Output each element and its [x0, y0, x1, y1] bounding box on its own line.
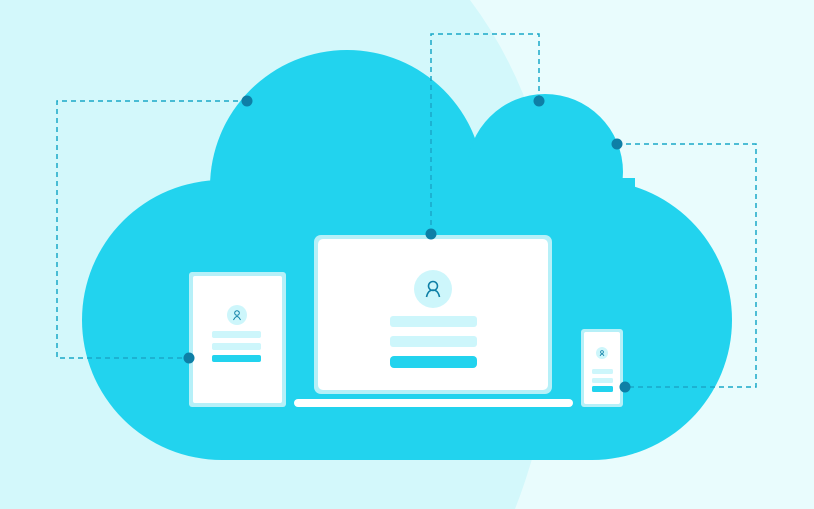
user-icon	[233, 310, 241, 321]
user-icon	[425, 280, 441, 298]
connection-nodes	[183, 95, 631, 393]
tablet-icon	[189, 272, 286, 407]
connection-lines	[56, 33, 757, 388]
user-icon	[599, 350, 605, 357]
phone-icon	[581, 329, 623, 407]
laptop-icon	[294, 235, 573, 407]
